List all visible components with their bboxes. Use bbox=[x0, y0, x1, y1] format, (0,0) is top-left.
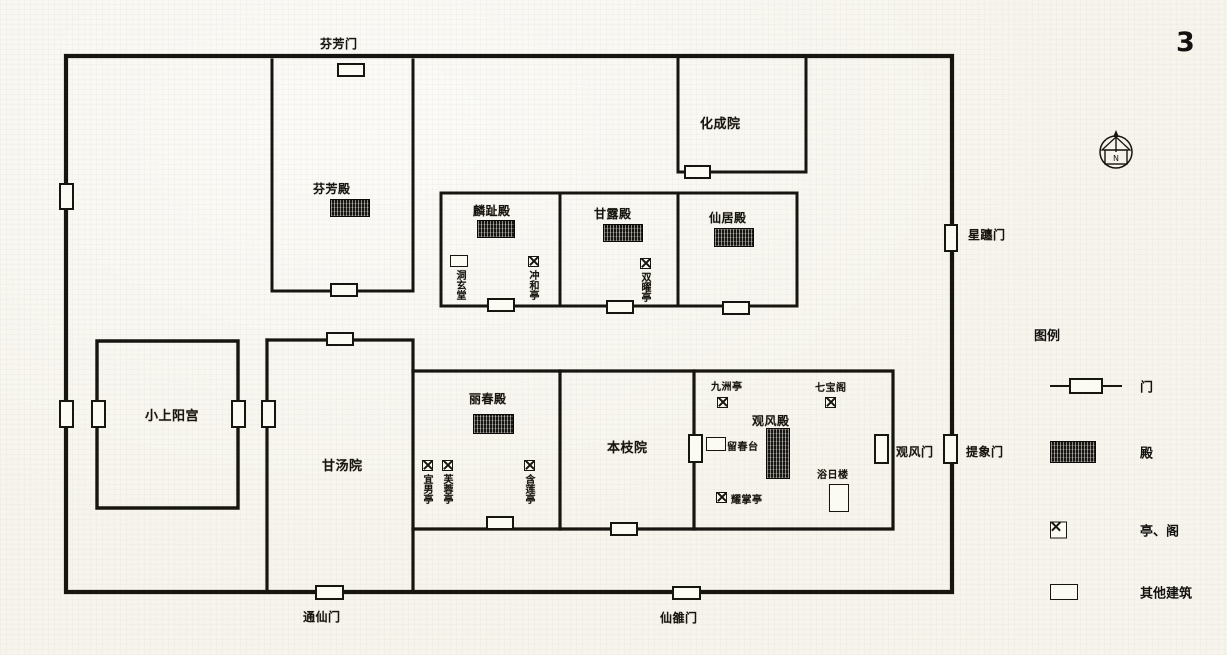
compass-north-letter: N bbox=[1113, 154, 1119, 163]
legend-row-hall: 殿 bbox=[1022, 435, 1217, 469]
gate-marker-guanfeng-men[interactable] bbox=[874, 434, 889, 464]
gate-marker-benzhi-west-gate[interactable] bbox=[688, 434, 703, 463]
pavilion-label-qibao-ge: 七宝阁 bbox=[815, 383, 847, 394]
gate-marker-xianju-south-gate[interactable] bbox=[722, 301, 750, 315]
court-label-huacheng-yuan: 化成院 bbox=[700, 117, 741, 132]
court-label-gantang-yuan: 甘汤院 bbox=[322, 459, 363, 474]
gate-marker-fenfang-south-gate[interactable] bbox=[330, 283, 358, 297]
legend-row-pavilion: 亭、阁 bbox=[1022, 513, 1217, 547]
legend-other-label: 其他建筑 bbox=[1140, 586, 1193, 602]
outer-wall bbox=[63, 53, 955, 595]
gantang-enclosure bbox=[265, 338, 415, 594]
other-building-marker-yuri-lou[interactable] bbox=[829, 484, 849, 512]
central-halls-enclosure bbox=[439, 191, 799, 308]
legend-pavilion-label: 亭、阁 bbox=[1140, 524, 1180, 540]
fenfang-enclosure bbox=[270, 58, 415, 293]
pavilion-label-hanlian-ting: 含莲亭 bbox=[523, 474, 534, 504]
gate-marker-linzhi-south-gate[interactable] bbox=[487, 298, 515, 312]
page-number: 3 bbox=[1176, 27, 1195, 58]
huacheng-enclosure bbox=[676, 56, 808, 174]
other-building-label-yuri-lou: 浴日楼 bbox=[817, 470, 849, 481]
gate-marker-tongxian-men[interactable] bbox=[315, 585, 344, 600]
pavilion-marker-furong-ting[interactable] bbox=[442, 460, 453, 471]
pavilion-marker-yinan-ting[interactable] bbox=[422, 460, 433, 471]
legend-row-gate: 门 bbox=[1022, 369, 1217, 403]
legend-gate-symbol bbox=[1050, 377, 1122, 395]
gate-marker-fenfang-men[interactable] bbox=[337, 63, 365, 77]
legend-other-symbol bbox=[1050, 584, 1078, 600]
gate-label-xingchan-men: 星躔门 bbox=[968, 228, 1006, 242]
legend-gate-label: 门 bbox=[1140, 380, 1154, 396]
pavilion-marker-chonghe-ting[interactable] bbox=[528, 256, 539, 267]
pavilion-marker-qibao-ge[interactable] bbox=[825, 397, 836, 408]
gate-marker-xingchan-men[interactable] bbox=[944, 224, 958, 252]
gate-marker-west-wall-gate-lower[interactable] bbox=[59, 400, 74, 428]
xiaoshangyang-enclosure bbox=[95, 339, 240, 510]
gate-label-fenfang-men: 芬芳门 bbox=[320, 37, 358, 51]
gate-marker-west-wall-gate-upper[interactable] bbox=[59, 183, 74, 210]
court-label-xiaoshangyang-gong: 小上阳宫 bbox=[145, 409, 200, 424]
pavilion-label-jiuzhou-ting: 九洲亭 bbox=[711, 382, 743, 393]
hall-label-lichun-dian: 丽春殿 bbox=[469, 392, 507, 406]
hall-label-fenfang-dian: 芬芳殿 bbox=[313, 182, 351, 196]
legend-hall-symbol bbox=[1050, 441, 1096, 463]
legend-panel: 图例 门 殿 亭、阁 其他建筑 bbox=[1022, 325, 1217, 610]
gate-marker-ganlu-south-gate[interactable] bbox=[606, 300, 634, 314]
gate-marker-huacheng-south-gate[interactable] bbox=[684, 165, 711, 179]
gate-label-tixiang-men: 提象门 bbox=[966, 445, 1004, 459]
hall-marker-lichun-dian[interactable] bbox=[473, 414, 514, 434]
other-building-label-dongxuan-tang: 洞玄堂 bbox=[454, 270, 465, 300]
other-building-marker-dongxuan-tang[interactable] bbox=[450, 255, 468, 267]
gate-marker-xiaoshangyang-west-gate[interactable] bbox=[231, 400, 246, 428]
other-building-marker-liuchun-tai[interactable] bbox=[706, 437, 726, 451]
gate-marker-tixiang-men[interactable] bbox=[943, 434, 958, 464]
gate-marker-benzhi-south-gate[interactable] bbox=[610, 522, 638, 536]
legend-pavilion-symbol bbox=[1050, 521, 1067, 539]
pavilion-label-shuangyao-ting: 双曜亭 bbox=[639, 272, 650, 302]
hall-marker-xianju-dian[interactable] bbox=[714, 228, 754, 247]
legend-title: 图例 bbox=[1034, 329, 1061, 344]
pavilion-label-yaozhang-ting: 耀掌亭 bbox=[731, 495, 763, 506]
pavilion-label-chonghe-ting: 冲和亭 bbox=[527, 270, 538, 300]
pavilion-marker-yaozhang-ting[interactable] bbox=[716, 492, 727, 503]
hall-label-ganlu-dian: 甘露殿 bbox=[594, 207, 632, 221]
hall-marker-linzhi-dian[interactable] bbox=[477, 220, 515, 238]
hall-label-guanfeng-dian: 观风殿 bbox=[752, 414, 790, 428]
hall-marker-guanfeng-dian[interactable] bbox=[766, 428, 790, 479]
legend-row-other: 其他建筑 bbox=[1022, 575, 1217, 609]
hall-marker-fenfang-dian[interactable] bbox=[330, 199, 370, 217]
legend-hall-label: 殿 bbox=[1140, 446, 1154, 462]
pavilion-marker-jiuzhou-ting[interactable] bbox=[717, 397, 728, 408]
gate-label-guanfeng-men: 观风门 bbox=[896, 445, 934, 459]
pavilion-label-furong-ting: 芙蓉亭 bbox=[441, 474, 452, 504]
north-compass-rose: N bbox=[1099, 130, 1133, 169]
other-building-label-liuchun-tai: 留春台 bbox=[727, 442, 759, 453]
gate-marker-gantang-west-gate[interactable] bbox=[261, 400, 276, 428]
pavilion-marker-shuangyao-ting[interactable] bbox=[640, 258, 651, 269]
hall-label-xianju-dian: 仙居殿 bbox=[709, 211, 747, 225]
pavilion-label-yinan-ting: 宜男亭 bbox=[421, 474, 432, 504]
gate-label-xianluo-men: 仙雒门 bbox=[660, 611, 698, 625]
gate-label-tongxian-men: 通仙门 bbox=[303, 610, 341, 624]
hall-label-linzhi-dian: 麟趾殿 bbox=[473, 204, 511, 218]
pavilion-marker-hanlian-ting[interactable] bbox=[524, 460, 535, 471]
gate-marker-xiaoshangyang-east-gate[interactable] bbox=[91, 400, 106, 428]
gate-marker-lichun-south-gate[interactable] bbox=[486, 516, 514, 530]
gate-marker-xianluo-men[interactable] bbox=[672, 586, 701, 600]
gate-marker-gantang-north-gate[interactable] bbox=[326, 332, 354, 346]
court-label-benzhi-yuan: 本枝院 bbox=[607, 441, 648, 456]
hall-marker-ganlu-dian[interactable] bbox=[603, 224, 643, 242]
